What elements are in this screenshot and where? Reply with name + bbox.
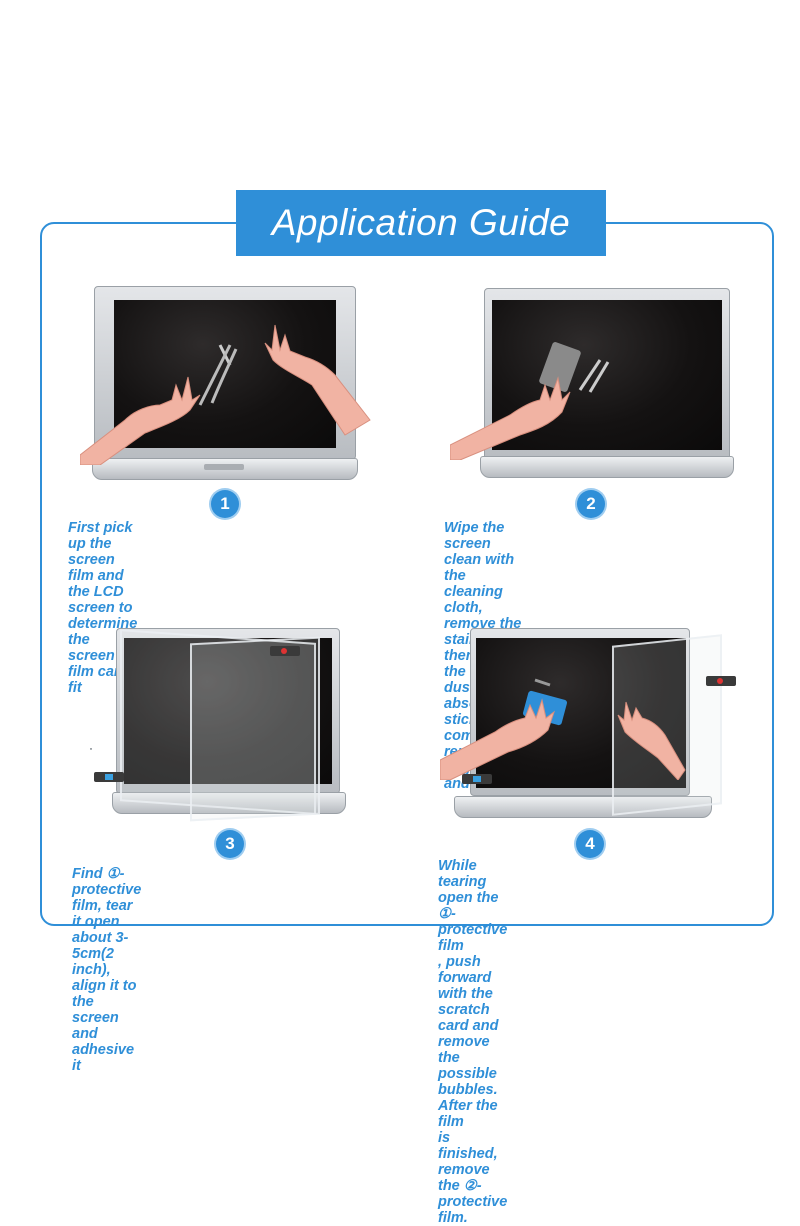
page-title: Application Guide	[271, 202, 571, 243]
hands-illustration-1	[80, 324, 371, 465]
step-4-caption: While tearing open the ①-protective film…	[438, 858, 508, 1226]
film-tab-red	[270, 646, 300, 656]
laptop-base-3	[112, 792, 346, 814]
step-number-1: 1	[211, 490, 239, 518]
cleaning-hand-illustration	[450, 342, 610, 460]
step-number-3: 3	[216, 830, 244, 858]
scratch-card-hands-illustration	[440, 678, 686, 780]
step-3-caption: Find ①-protective film, tear it open abo…	[72, 866, 142, 1074]
step-number-4: 4	[576, 830, 604, 858]
step-1-caption: First pick up the screen film and the LC…	[68, 520, 138, 696]
protective-film-2	[190, 636, 320, 822]
laptop-base-4	[454, 796, 712, 818]
title-banner: Application Guide	[236, 190, 606, 256]
film-tab-blue	[94, 772, 124, 782]
laptop-base-2	[480, 456, 734, 478]
step-number-2: 2	[577, 490, 605, 518]
film-tab-blue-4	[462, 774, 492, 784]
film-tab-red-4	[706, 676, 736, 686]
